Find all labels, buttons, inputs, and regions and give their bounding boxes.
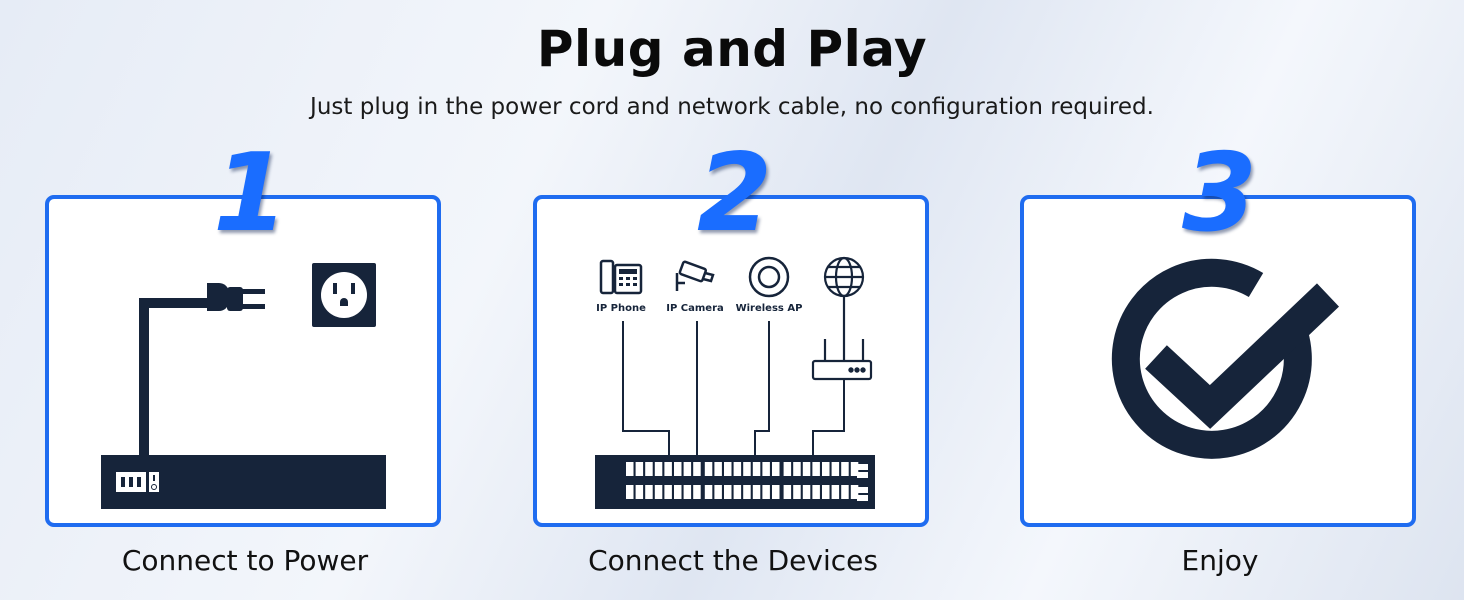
step-2-card: IP Phone IP Camera Wireless AP — [533, 195, 929, 527]
step-3-card — [1020, 195, 1416, 527]
step-3-number: 3 — [1182, 131, 1258, 256]
device-label-wireless-ap: Wireless AP — [736, 303, 803, 314]
router-icon — [811, 297, 873, 381]
wireless-ap-icon — [748, 256, 790, 298]
step-2-caption: Connect the Devices — [588, 544, 878, 577]
step-1-caption: Connect to Power — [121, 544, 369, 577]
globe-icon — [823, 256, 865, 298]
step-1-number: 1 — [213, 131, 289, 256]
step-1-card — [45, 195, 441, 527]
ip-camera-icon — [675, 260, 715, 291]
page-title: Plug and Play — [536, 20, 928, 78]
ip-phone-icon — [599, 259, 643, 295]
step-2-number: 2 — [697, 131, 773, 256]
step-3-caption: Enjoy — [1181, 544, 1259, 577]
checkmark-icon — [1111, 258, 1340, 459]
page-subtitle: Just plug in the power cord and network … — [310, 94, 1154, 120]
power-plug-icon — [101, 263, 386, 509]
device-label-ip-camera: IP Camera — [666, 303, 724, 314]
device-label-ip-phone: IP Phone — [596, 303, 646, 314]
network-switch-icon: IP Phone IP Camera Wireless AP — [595, 256, 875, 509]
